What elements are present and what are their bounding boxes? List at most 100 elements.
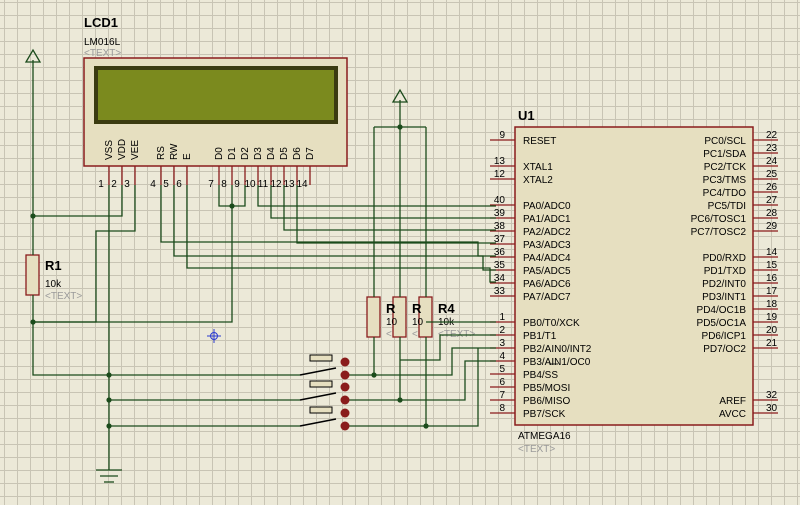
mcu-pin-name: AVCC: [719, 409, 746, 420]
r2-body: [366, 296, 381, 338]
mcu-pin-name: AREF: [719, 396, 746, 407]
mcu-pin-name: PA0/ADC0: [523, 201, 571, 212]
mcu-pin-name: PA4/ADC4: [523, 253, 571, 264]
mcu-pin-number: 34: [494, 273, 506, 284]
mcu-pin-name: PA1/ADC1: [523, 214, 571, 225]
lcd-pin-number: 14: [296, 179, 308, 190]
mcu-pin-name: PD5/OC1A: [697, 318, 747, 329]
junctions: [30, 124, 429, 429]
mcu-pin-number: 21: [766, 338, 778, 349]
mcu-pin-number: 8: [499, 403, 505, 414]
mcu-pin-number: 15: [766, 260, 778, 271]
lcd-pin-number: 2: [111, 179, 117, 190]
lcd-pin-number: 8: [221, 179, 227, 190]
mcu-pin-number: 30: [766, 403, 778, 414]
mcu-pin-name: PC2/TCK: [704, 162, 747, 173]
lcd-pin-name: D4: [266, 147, 277, 160]
lcd-pin-name: RW: [169, 143, 180, 160]
lcd-pin-name: D3: [253, 147, 264, 160]
lcd-part: LM016L: [84, 37, 121, 48]
lcd-pin-name: D1: [227, 147, 238, 160]
button-3[interactable]: [299, 406, 350, 431]
button-1[interactable]: [299, 354, 350, 380]
lcd-pin-number: 9: [234, 179, 240, 190]
mcu-pin-number: 29: [766, 221, 778, 232]
mcu-pin-number: 24: [766, 156, 778, 167]
mcu-pin-name: PC3/TMS: [703, 175, 747, 186]
lcd-pin-number: 1: [98, 179, 104, 190]
r1-body: [25, 254, 40, 296]
lcd-pin-number: 7: [208, 179, 214, 190]
mcu-pin-number: 28: [766, 208, 778, 219]
mcu-pin-name: PD2/INT0: [702, 279, 746, 290]
lcd-pin-name: D6: [292, 147, 303, 160]
lcd-pin-number: 3: [124, 179, 130, 190]
lcd-pin-number: 6: [176, 179, 182, 190]
mcu-pin-name: PA6/ADC6: [523, 279, 571, 290]
mcu-pin-name: PD7/OC2: [703, 344, 746, 355]
lcd-pin-number: 12: [270, 179, 282, 190]
mcu-pin-number: 7: [499, 390, 505, 401]
mcu-pin-number: 26: [766, 182, 778, 193]
mcu-pin-name: PC1/SDA: [703, 149, 746, 160]
wires: [24, 48, 496, 483]
mcu-pin-name: PD3/INT1: [702, 292, 746, 303]
mcu-pin-number: 16: [766, 273, 778, 284]
mcu-pin-number: 36: [494, 247, 506, 258]
mcu-pin-name: PB2/AIN0/INT2: [523, 344, 592, 355]
lcd-glass: [94, 66, 338, 124]
lcd-pin-number: 13: [283, 179, 295, 190]
lcd-pin-name: D0: [214, 147, 225, 160]
mcu-pin-name: XTAL2: [523, 175, 553, 186]
mcu-pin-number: 18: [766, 299, 778, 310]
mcu-pin-number: 20: [766, 325, 778, 336]
mcu-pin-number: 39: [494, 208, 506, 219]
mcu-pin-number: 13: [494, 156, 506, 167]
r4-ref: R4: [438, 301, 455, 316]
r1-value: 10k: [45, 279, 62, 290]
mcu-pin-name: PD6/ICP1: [702, 331, 747, 342]
mcu-body: [514, 126, 754, 426]
lcd-pins: VSS1VDD2VEE3RS4RW5E6D07D18D29D310D411D51…: [98, 139, 316, 190]
mcu-pin-name: PC7/TOSC2: [691, 227, 747, 238]
mcu-pin-name: PA2/ADC2: [523, 227, 571, 238]
mcu-component[interactable]: U1 ATMEGA16 <TEXT> 9RESET13XTAL112XTAL24…: [490, 108, 778, 455]
mcu-pin-name: PC6/TOSC1: [691, 214, 747, 225]
pullup-resistors[interactable]: R R R4 10 10 10k < < <TEXT>: [366, 296, 475, 340]
mcu-left-pins: 9RESET13XTAL112XTAL240PA0/ADC039PA1/ADC1…: [490, 130, 592, 420]
mcu-pin-name: PA7/ADC7: [523, 292, 571, 303]
mcu-pin-number: 14: [766, 247, 778, 258]
mcu-pin-number: 23: [766, 143, 778, 154]
lcd-pin-name: E: [182, 153, 193, 160]
lcd-pin-number: 11: [258, 179, 269, 190]
mcu-text: <TEXT>: [518, 444, 555, 455]
mcu-pin-number: 4: [499, 351, 505, 362]
mcu-pin-number: 22: [766, 130, 778, 141]
mcu-pin-number: 3: [499, 338, 505, 349]
mcu-pin-number: 2: [499, 325, 505, 336]
mcu-pin-number: 19: [766, 312, 778, 323]
lcd-component[interactable]: LCD1 LM016L <TEXT> VSS1VDD2VEE3RS4RW5E6D…: [83, 15, 348, 190]
mcu-part: ATMEGA16: [518, 431, 571, 442]
r2-value-partial: 10: [386, 317, 398, 328]
mcu-pin-name: PD0/RXD: [703, 253, 746, 264]
power-arrow-icon: [24, 48, 42, 63]
mcu-pin-number: 38: [494, 221, 506, 232]
button-2[interactable]: [299, 380, 350, 405]
mcu-pin-number: 27: [766, 195, 778, 206]
mcu-pin-name: XTAL1: [523, 162, 553, 173]
mcu-pin-name: PD1/TXD: [704, 266, 746, 277]
mcu-pin-name: PD4/OC1B: [697, 305, 747, 316]
power-arrow-icon-2: [391, 88, 409, 103]
lcd-pin-name: VDD: [117, 139, 128, 160]
r1-component[interactable]: R1 10k <TEXT>: [25, 254, 82, 302]
mcu-pin-name: PB6/MISO: [523, 396, 570, 407]
mcu-pin-number: 9: [499, 130, 505, 141]
mcu-pin-number: 1: [499, 312, 505, 323]
mcu-pin-name: PB1/T1: [523, 331, 557, 342]
push-buttons[interactable]: [299, 354, 350, 431]
mcu-pin-name: PC4/TDO: [703, 188, 747, 199]
lcd-pin-name: D2: [240, 147, 251, 160]
crosshair-cursor-icon: [207, 329, 221, 343]
